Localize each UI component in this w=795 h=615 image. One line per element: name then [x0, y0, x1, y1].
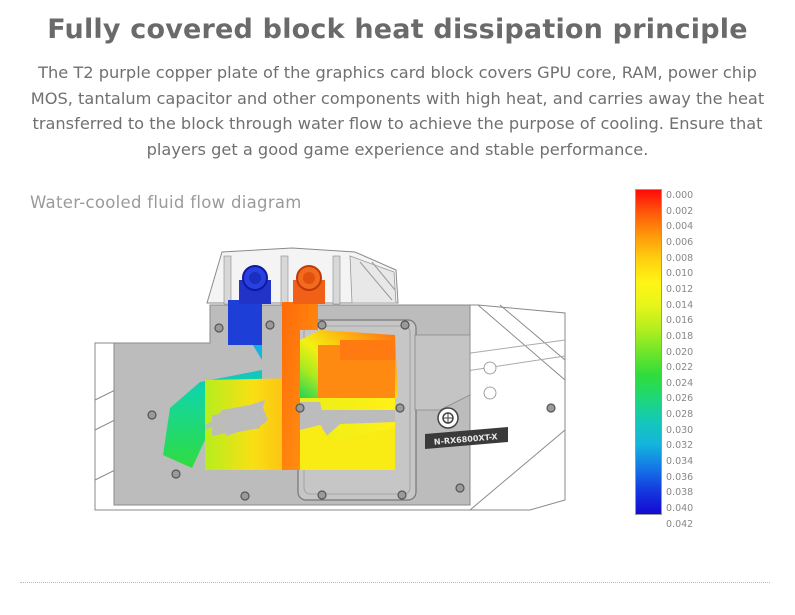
legend-label: 0.042 — [666, 518, 694, 530]
legend-label: 0.036 — [666, 471, 694, 483]
description-line: MOS, tantalum capacitor and other compon… — [30, 88, 765, 108]
legend-color-bar — [635, 189, 662, 515]
legend-label: 0.010 — [666, 268, 694, 280]
footer-divider — [20, 582, 770, 583]
legend-label: 0.018 — [666, 330, 694, 342]
legend-label: 0.028 — [666, 409, 694, 421]
page-title: Fully covered block heat dissipation pri… — [47, 14, 748, 45]
legend-label: 0.008 — [666, 252, 694, 264]
model-plate: N-RX6800XT-X — [425, 427, 508, 449]
diagram-subtitle: Water-cooled fluid flow diagram — [30, 193, 302, 212]
legend-label: 0.038 — [666, 487, 694, 499]
legend-label: 0.034 — [666, 456, 694, 468]
legend-label: 0.026 — [666, 393, 694, 405]
legend-label: 0.032 — [666, 440, 694, 452]
brand-logo-icon — [437, 407, 459, 429]
legend-label: 0.014 — [666, 299, 694, 311]
legend-label: 0.000 — [666, 190, 694, 201]
legend-label: 0.006 — [666, 236, 694, 248]
pcb-holes — [483, 361, 497, 400]
legend-label: 0.012 — [666, 283, 694, 295]
legend-label: 0.004 — [666, 221, 694, 233]
legend-label: 0.024 — [666, 377, 694, 389]
description-line: transferred to the block through water f… — [32, 114, 763, 133]
description: The T2 purple copper plate of the graphi… — [20, 60, 775, 162]
legend-label: 0.002 — [666, 205, 694, 217]
legend-label: 0.022 — [666, 362, 694, 374]
description-line: The T2 purple copper plate of the graphi… — [38, 63, 757, 82]
coolant-flow — [163, 300, 398, 470]
inlet-port — [239, 265, 271, 304]
legend-label: 0.020 — [666, 346, 694, 358]
legend-label: 0.030 — [666, 424, 694, 436]
legend-label: 0.040 — [666, 503, 694, 514]
outlet-port — [293, 265, 325, 304]
description-line: players get a good game experience and s… — [146, 139, 649, 159]
legend-label: 0.016 — [666, 315, 694, 327]
